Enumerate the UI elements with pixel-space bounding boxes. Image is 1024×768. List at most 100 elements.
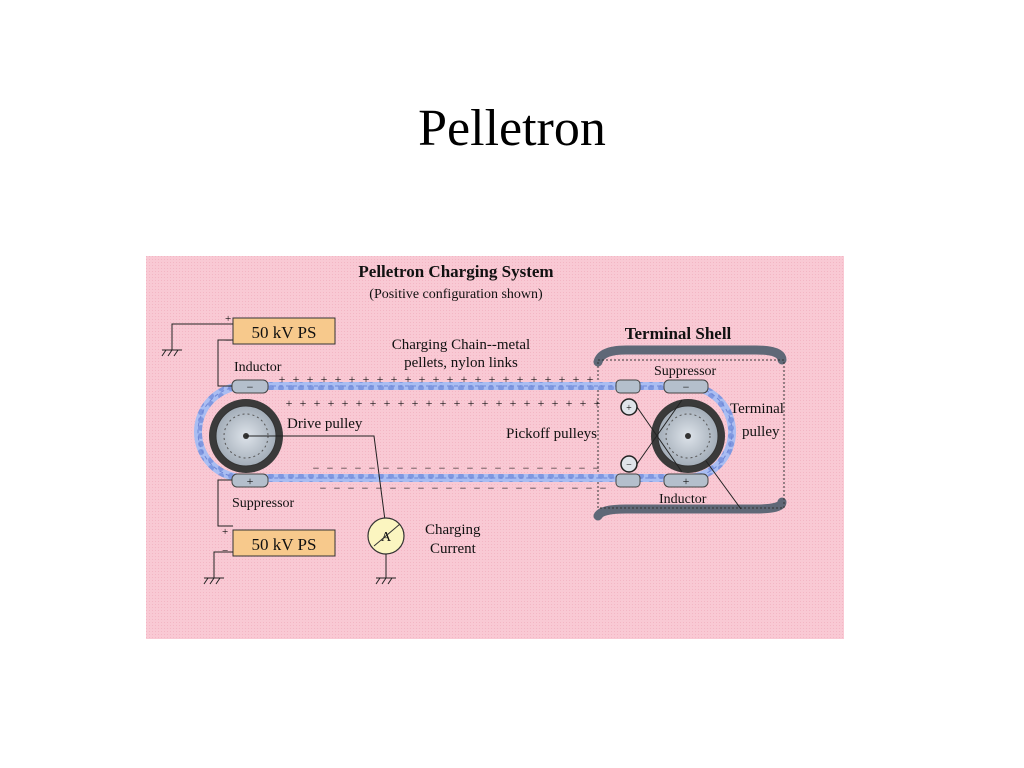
- ps-top-plus: +: [225, 313, 231, 325]
- pelletron-diagram: Pelletron Charging System (Positive conf…: [146, 256, 844, 639]
- chain-plus-sign: +: [377, 372, 384, 386]
- chain-minus-sign: −: [348, 481, 355, 495]
- chain-plus-sign: +: [552, 396, 559, 410]
- slide-title: Pelletron: [418, 100, 606, 157]
- chain-minus-sign: −: [467, 461, 474, 475]
- chain-plus-sign: +: [468, 396, 475, 410]
- chain-minus-sign: −: [586, 481, 593, 495]
- charging-current-label-line2: Current: [430, 541, 477, 557]
- chain-minus-sign: −: [593, 461, 600, 475]
- chain-plus-sign: +: [482, 396, 489, 410]
- chain-minus-sign: −: [418, 481, 425, 495]
- diagram-title: Pelletron Charging System: [358, 262, 553, 281]
- chain-minus-sign: −: [313, 461, 320, 475]
- chain-minus-sign: −: [551, 461, 558, 475]
- ps-top-minus: −: [225, 335, 231, 347]
- pickoff-pulley-bottom: −: [620, 455, 638, 473]
- chain-label-line1: Charging Chain--metal: [392, 337, 530, 353]
- chain-plus-sign: +: [412, 396, 419, 410]
- chain-minus-sign: −: [530, 481, 537, 495]
- chain-minus-sign: −: [425, 461, 432, 475]
- chain-minus-sign: −: [495, 461, 502, 475]
- chain-minus-sign: −: [334, 481, 341, 495]
- chain-minus-sign: −: [355, 461, 362, 475]
- ps-bottom-minus: −: [222, 545, 228, 557]
- chain-plus-sign: +: [461, 372, 468, 386]
- chain-plus-sign: +: [531, 372, 538, 386]
- svg-text:A: A: [381, 530, 392, 545]
- chain-plus-sign: +: [391, 372, 398, 386]
- pickoff-cross-wire-1: [636, 406, 683, 473]
- chain-minus-sign: −: [446, 481, 453, 495]
- chain-plus-sign: +: [587, 372, 594, 386]
- chain-plus-sign: +: [447, 372, 454, 386]
- inductor-right-label: Inductor: [659, 492, 707, 507]
- svg-text:+: +: [626, 403, 632, 414]
- chain-plus-sign: +: [566, 396, 573, 410]
- pickoff-top-shoe: [615, 379, 641, 394]
- chain-minus-sign: −: [397, 461, 404, 475]
- chain-plus-sign: +: [398, 396, 405, 410]
- ps-top-inductor-wire: [217, 339, 233, 387]
- chain-plus-sign: +: [426, 396, 433, 410]
- power-supply-bottom: 50 kV PS: [232, 529, 336, 557]
- chain-minus-sign: −: [383, 461, 390, 475]
- chain-plus-sign: +: [510, 396, 517, 410]
- chain-plus-sign: +: [370, 396, 377, 410]
- chain-plus-sign: +: [496, 396, 503, 410]
- chain-plus-sign: +: [321, 372, 328, 386]
- chain-minus-sign: −: [572, 481, 579, 495]
- chain-minus-sign: −: [411, 461, 418, 475]
- suppressor-right-electrode: −: [663, 379, 709, 394]
- inductor-left-electrode: −: [231, 379, 269, 394]
- chain-plus-sign: +: [349, 372, 356, 386]
- suppressor-left-label: Suppressor: [232, 496, 295, 511]
- chain-minus-sign: −: [565, 461, 572, 475]
- pickoff-pulleys-label: Pickoff pulleys: [506, 426, 597, 442]
- chain-plus-sign: +: [363, 372, 370, 386]
- chain-plus-sign: +: [286, 396, 293, 410]
- chain-plus-sign: +: [524, 396, 531, 410]
- terminal-shell-label: Terminal Shell: [625, 324, 732, 343]
- chain-plus-sign: +: [573, 372, 580, 386]
- ground-symbol-top: [161, 349, 182, 357]
- chain-minus-sign: −: [432, 481, 439, 495]
- terminal-shell-boundary: [597, 359, 785, 509]
- charging-current-label-line1: Charging: [425, 522, 481, 538]
- terminal-shell-top: [593, 345, 787, 367]
- chain-minus-sign: −: [460, 481, 467, 495]
- chain-minus-sign: −: [390, 481, 397, 495]
- chain-plus-sign: +: [279, 372, 286, 386]
- ps-top-ground-wire: [171, 323, 233, 350]
- svg-text:+: +: [247, 474, 254, 488]
- chain-minus-sign: −: [362, 481, 369, 495]
- ground-symbol-ammeter: [375, 577, 396, 585]
- chain-minus-sign: −: [523, 461, 530, 475]
- terminal-pulley-label-line2: pulley: [742, 424, 780, 440]
- chain-positive-charges: ++++++++++++++++++++++++++++++++++++++++…: [279, 372, 601, 410]
- chain-plus-sign: +: [300, 396, 307, 410]
- chain-plus-sign: +: [503, 372, 510, 386]
- terminal-pulley: [651, 399, 725, 473]
- chain-plus-sign: +: [538, 396, 545, 410]
- chain-plus-sign: +: [356, 396, 363, 410]
- diagram-svg: Pelletron Charging System (Positive conf…: [146, 256, 844, 639]
- chain-minus-sign: −: [341, 461, 348, 475]
- chain-plus-sign: +: [384, 396, 391, 410]
- chain-label-line2: pellets, nylon links: [404, 355, 518, 371]
- chain-plus-sign: +: [559, 372, 566, 386]
- pickoff-bottom-shoe: [615, 473, 641, 488]
- chain-minus-sign: −: [327, 461, 334, 475]
- chain-minus-sign: −: [537, 461, 544, 475]
- ammeter: A: [367, 517, 405, 555]
- chain-plus-sign: +: [475, 372, 482, 386]
- ps-bottom-ground-wire: [213, 551, 233, 578]
- svg-text:50 kV PS: 50 kV PS: [252, 323, 317, 342]
- chain-minus-sign: −: [439, 461, 446, 475]
- chain-minus-sign: −: [558, 481, 565, 495]
- chain-minus-sign: −: [544, 481, 551, 495]
- chain-plus-sign: +: [545, 372, 552, 386]
- chain-minus-sign: −: [488, 481, 495, 495]
- svg-text:−: −: [247, 380, 254, 394]
